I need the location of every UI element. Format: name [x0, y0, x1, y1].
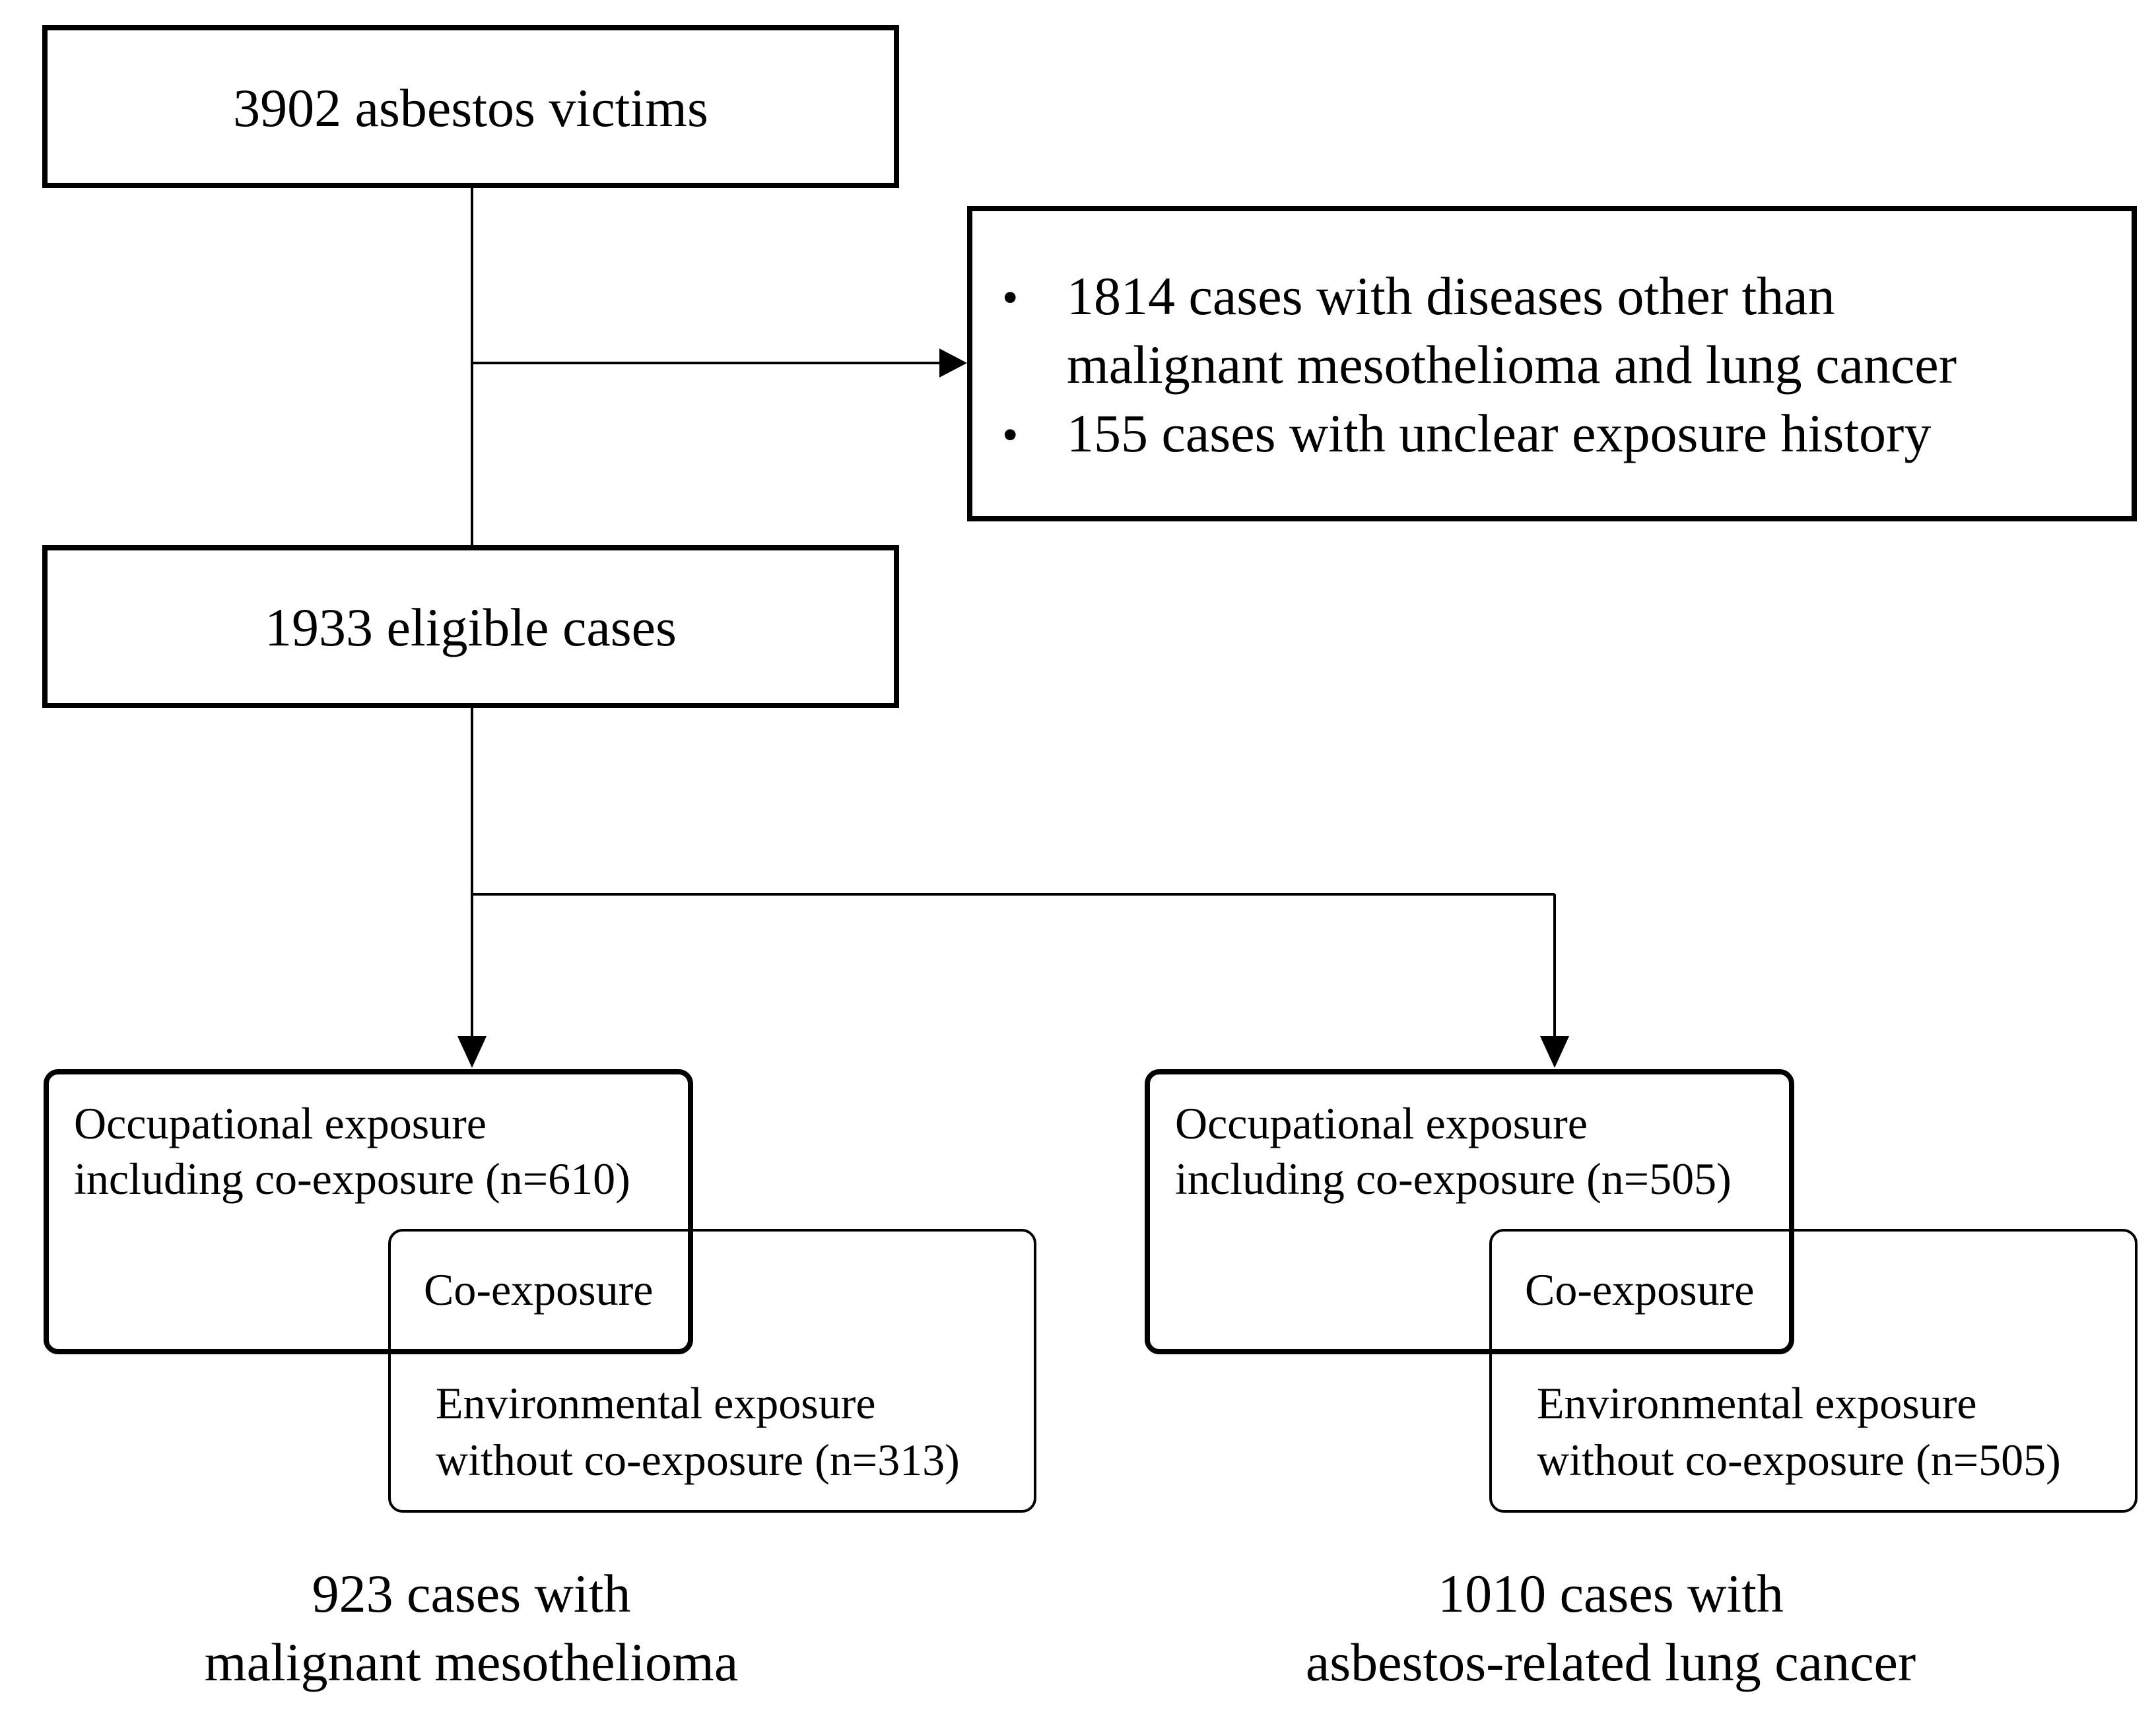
right-caption-line2: asbestos-related lung cancer: [1305, 1632, 1916, 1692]
right-caption-line1: 1010 cases with: [1438, 1564, 1784, 1624]
right-co-exposure-label: Co-exposure: [1525, 1265, 1755, 1315]
total-victims-label: 3902 asbestos victims: [233, 78, 708, 138]
right-occupational-line1: Occupational exposure: [1175, 1098, 1588, 1148]
left-co-exposure-label: Co-exposure: [424, 1265, 654, 1315]
exclusion-box: [967, 206, 2137, 521]
left-environmental-line1: Environmental exposure: [436, 1378, 876, 1428]
right-environmental-box: [1489, 1229, 2138, 1513]
left-occupational-line2: including co-exposure (n=610): [74, 1154, 630, 1204]
bullet-icon: •: [1002, 273, 1019, 323]
left-occupational-line1: Occupational exposure: [74, 1098, 487, 1148]
arrowhead-left-group: [457, 1036, 487, 1068]
arrowhead-right-group: [1540, 1036, 1569, 1068]
right-environmental-line2: without co-exposure (n=505): [1537, 1435, 2061, 1485]
total-victims-box: [42, 25, 899, 188]
exclusion-item-1-line1: 1814 cases with diseases other than: [1067, 266, 1835, 326]
left-caption-line1: 923 cases with: [312, 1564, 631, 1624]
eligible-cases-box: [42, 545, 899, 708]
right-environmental-line1: Environmental exposure: [1537, 1378, 1977, 1428]
left-caption-line2: malignant mesothelioma: [204, 1632, 739, 1692]
left-environmental-line2: without co-exposure (n=313): [436, 1435, 960, 1485]
right-occupational-box: [1145, 1069, 1794, 1354]
exclusion-item-2-line1: 155 cases with unclear exposure history: [1067, 403, 1932, 463]
bullet-icon: •: [1002, 410, 1019, 461]
left-occupational-box: [44, 1069, 693, 1354]
arrowhead-exclusion: [939, 348, 967, 378]
left-environmental-box: [388, 1229, 1036, 1513]
right-occupational-line2: including co-exposure (n=505): [1175, 1154, 1732, 1204]
eligible-cases-label: 1933 eligible cases: [265, 597, 677, 657]
exclusion-item-1-line2: malignant mesothelioma and lung cancer: [1067, 335, 1957, 395]
